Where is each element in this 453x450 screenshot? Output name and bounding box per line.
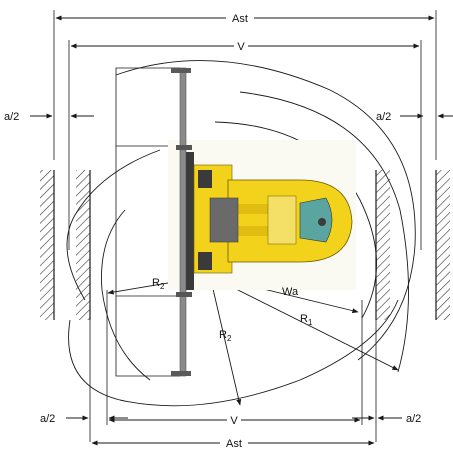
- cab-glass: [299, 197, 333, 243]
- right-sweep-arc: [239, 91, 409, 373]
- r2-center-line: [209, 275, 242, 406]
- left-inner-arc: [66, 149, 161, 301]
- left-small-arc: [101, 209, 151, 381]
- wall-right-outer: [435, 170, 450, 320]
- outer-turning-arc: [115, 60, 416, 361]
- half-aisle-bottom-right-label: a/2: [406, 413, 421, 425]
- fork-carriage: [179, 67, 187, 377]
- r1-line: [209, 275, 399, 371]
- wall-right-inner: [375, 170, 390, 320]
- wall-left-outer: [40, 170, 55, 320]
- fork-marker-bottom: [176, 292, 192, 297]
- mast-block-bottom: [198, 252, 212, 270]
- half-aisle-bottom-left-label: a/2: [40, 413, 55, 425]
- fork-marker-top: [176, 145, 192, 150]
- ast-bottom-label: Ast: [226, 438, 242, 450]
- counterweight: [267, 195, 297, 245]
- steering-wheel: [318, 218, 326, 226]
- mast-block-top: [198, 170, 212, 188]
- bottom-sweep-arc: [68, 299, 399, 407]
- r1-label: R1: [300, 313, 313, 327]
- r2-left-label: R2: [152, 277, 165, 291]
- half-aisle-right-label: a/2: [376, 111, 391, 123]
- forklift-truck: [168, 67, 356, 377]
- boom-lower: [232, 226, 294, 236]
- r2-center-label: R2: [219, 329, 232, 343]
- mast-plate: [186, 152, 194, 290]
- half-aisle-left-label: a/2: [4, 111, 19, 123]
- wa-turning-arc: [214, 121, 377, 319]
- reach-mechanism: [209, 197, 239, 243]
- v-top-label: V: [237, 41, 245, 53]
- fork-top-cap: [171, 68, 191, 73]
- turning-arcs: [66, 60, 416, 407]
- v-bottom-label: V: [230, 415, 238, 427]
- wa-label: Wa: [282, 286, 299, 298]
- wall-left-inner: [76, 170, 91, 320]
- ast-top-label: Ast: [232, 13, 248, 25]
- boom-upper: [232, 204, 294, 214]
- fork-bottom-cap: [171, 371, 191, 376]
